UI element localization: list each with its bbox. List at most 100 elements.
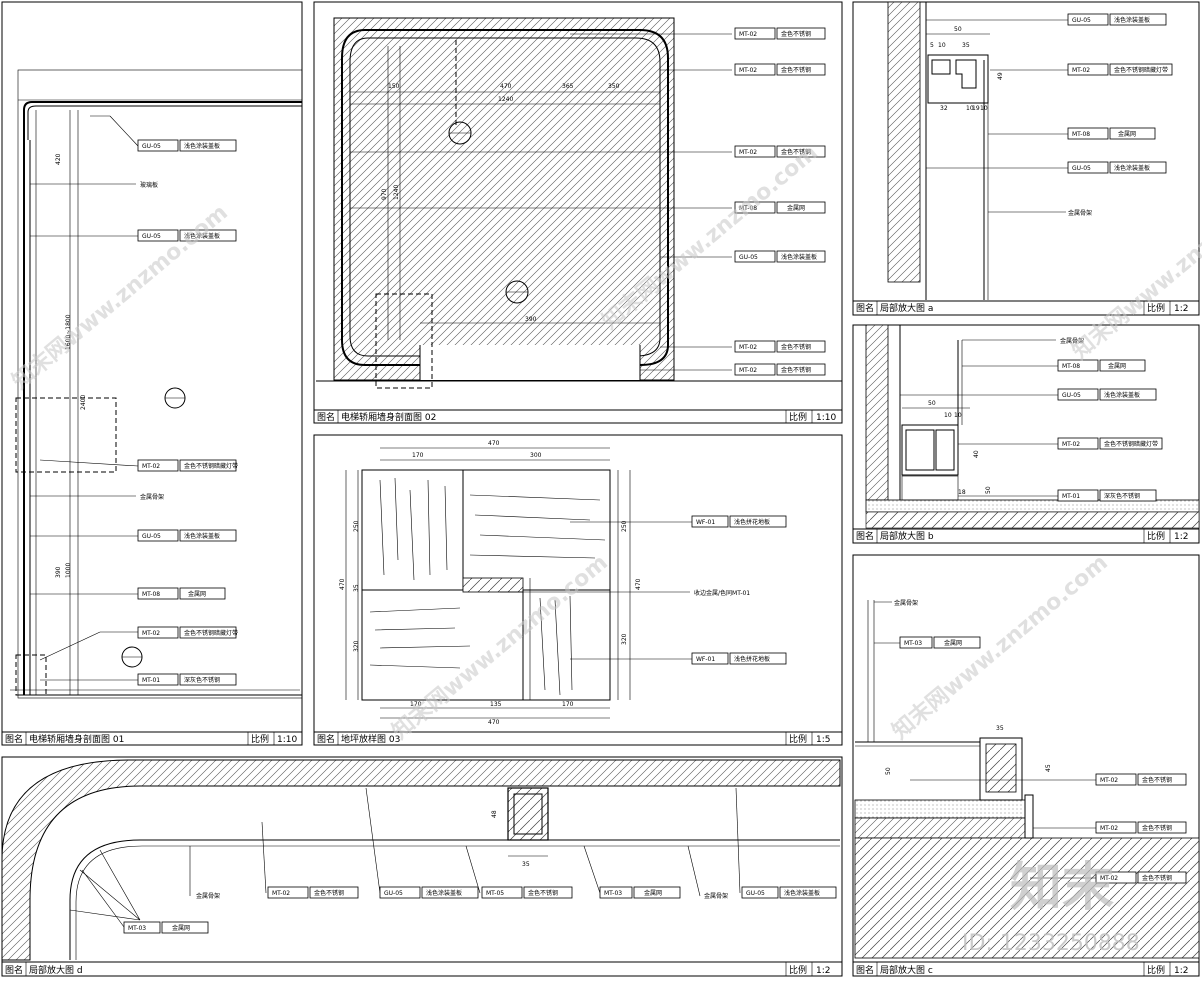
svg-text:比例: 比例: [1147, 530, 1165, 542]
svg-text:10: 10: [966, 105, 974, 112]
title-bar-01: 图名 电梯轿厢墙身剖面图 01 比例 1:10: [2, 731, 302, 745]
svg-text:浅色涂装盖板: 浅色涂装盖板: [184, 142, 220, 150]
svg-text:170: 170: [412, 452, 424, 459]
wood-grain-lines: [369, 477, 606, 696]
svg-text:浅色拼花地板: 浅色拼花地板: [734, 655, 770, 663]
svg-text:金色不锈钢: 金色不锈钢: [1142, 874, 1172, 882]
svg-text:金色不锈钢: 金色不锈钢: [781, 366, 811, 374]
svg-text:比例: 比例: [1147, 302, 1165, 314]
title-bar-02: 图名 电梯轿厢墙身剖面图 02 比例 1:10: [314, 409, 842, 423]
svg-text:1:10: 1:10: [277, 735, 297, 745]
svg-text:浅色涂装盖板: 浅色涂装盖板: [781, 253, 817, 261]
svg-text:金色不锈钢暗藏灯带: 金色不锈钢暗藏灯带: [184, 462, 238, 470]
svg-text:10: 10: [944, 412, 952, 419]
svg-text:金色不锈钢暗藏灯带: 金色不锈钢暗藏灯带: [1114, 66, 1168, 74]
svg-text:35: 35: [962, 42, 970, 49]
svg-text:WF-01: WF-01: [696, 656, 715, 663]
svg-text:金属骨架: 金属骨架: [894, 599, 918, 607]
svg-text:金属网: 金属网: [644, 889, 662, 897]
svg-text:金色不锈钢: 金色不锈钢: [314, 889, 344, 897]
svg-text:50: 50: [885, 767, 892, 775]
svg-text:1600~1800: 1600~1800: [65, 314, 72, 350]
title-bars: 图名 电梯轿厢墙身剖面图 01 比例 1:10 图名 电梯轿厢墙身剖面图 02 …: [2, 300, 1199, 976]
svg-text:电梯轿厢墙身剖面图 02: 电梯轿厢墙身剖面图 02: [341, 411, 436, 423]
svg-text:浅色涂装盖板: 浅色涂装盖板: [426, 889, 462, 897]
svg-text:GU-05: GU-05: [746, 890, 765, 897]
svg-text:970: 970: [381, 188, 388, 200]
svg-text:图名: 图名: [5, 964, 23, 976]
svg-text:MT-03: MT-03: [604, 890, 622, 897]
svg-text:金属骨架: 金属骨架: [140, 493, 164, 501]
svg-text:比例: 比例: [1147, 964, 1165, 976]
svg-text:金属网: 金属网: [1118, 130, 1136, 138]
svg-text:局部放大图 d: 局部放大图 d: [29, 964, 83, 976]
svg-text:GU-05: GU-05: [1072, 17, 1091, 24]
svg-text:电梯轿厢墙身剖面图 01: 电梯轿厢墙身剖面图 01: [29, 733, 124, 745]
svg-text:48: 48: [491, 810, 498, 818]
svg-text:1240: 1240: [393, 185, 400, 200]
svg-text:1:5: 1:5: [816, 735, 830, 745]
svg-text:比例: 比例: [789, 964, 807, 976]
svg-text:18: 18: [958, 489, 966, 496]
svg-text:10: 10: [954, 412, 962, 419]
svg-text:GU-05: GU-05: [142, 533, 161, 540]
svg-text:50: 50: [985, 486, 992, 494]
svg-text:图名: 图名: [317, 733, 335, 745]
svg-text:图名: 图名: [5, 733, 23, 745]
svg-text:玻璃板: 玻璃板: [140, 181, 158, 189]
svg-text:MT-02: MT-02: [1100, 875, 1118, 882]
svg-text:MT-02: MT-02: [739, 367, 757, 374]
svg-text:50: 50: [928, 400, 936, 407]
svg-text:MT-08: MT-08: [1072, 131, 1090, 138]
title-bar-03: 图名 地坪放样图 03 比例 1:5: [314, 731, 842, 745]
svg-text:金属网: 金属网: [1108, 362, 1126, 370]
svg-text:地坪放样图 03: 地坪放样图 03: [341, 733, 400, 745]
svg-text:浅色涂装盖板: 浅色涂装盖板: [1114, 164, 1150, 172]
svg-text:MT-02: MT-02: [739, 31, 757, 38]
svg-text:MT-08: MT-08: [739, 205, 757, 212]
svg-text:35: 35: [996, 725, 1004, 732]
svg-text:320: 320: [621, 633, 628, 645]
svg-text:比例: 比例: [789, 411, 807, 423]
svg-text:金属网: 金属网: [944, 639, 962, 647]
svg-text:10: 10: [938, 42, 946, 49]
svg-text:金属骨架: 金属骨架: [196, 892, 220, 900]
svg-text:40: 40: [973, 450, 980, 458]
svg-text:10: 10: [980, 105, 988, 112]
svg-text:金属骨架: 金属骨架: [1068, 209, 1092, 217]
svg-text:GU-05: GU-05: [1072, 165, 1091, 172]
svg-text:浅色拼花地板: 浅色拼花地板: [734, 518, 770, 526]
svg-text:470: 470: [488, 719, 500, 726]
svg-text:GU-05: GU-05: [739, 254, 758, 261]
svg-text:2400: 2400: [80, 395, 87, 410]
svg-text:金色不锈钢: 金色不锈钢: [781, 343, 811, 351]
svg-text:MT-02: MT-02: [1062, 441, 1080, 448]
svg-text:MT-02: MT-02: [272, 890, 290, 897]
svg-text:GU-05: GU-05: [1062, 392, 1081, 399]
svg-text:470: 470: [339, 578, 346, 590]
svg-text:MT-02: MT-02: [1100, 777, 1118, 784]
svg-text:金属骨架: 金属骨架: [704, 892, 728, 900]
svg-text:320: 320: [353, 640, 360, 652]
svg-text:365: 365: [562, 83, 574, 90]
svg-text:1:2: 1:2: [1174, 304, 1188, 314]
svg-text:390: 390: [55, 566, 62, 578]
svg-text:5: 5: [930, 42, 934, 49]
svg-text:MT-03: MT-03: [904, 640, 922, 647]
svg-text:WF-01: WF-01: [696, 519, 715, 526]
svg-text:1:2: 1:2: [816, 966, 830, 976]
svg-text:470: 470: [500, 83, 512, 90]
svg-text:350: 350: [608, 83, 620, 90]
svg-text:MT-03: MT-03: [128, 925, 146, 932]
svg-text:MT-08: MT-08: [1062, 363, 1080, 370]
svg-text:135: 135: [490, 701, 502, 708]
p1-vertical-dims: 420 1600~1800 2400 390 1000: [55, 153, 87, 578]
svg-text:MT-05: MT-05: [486, 890, 504, 897]
